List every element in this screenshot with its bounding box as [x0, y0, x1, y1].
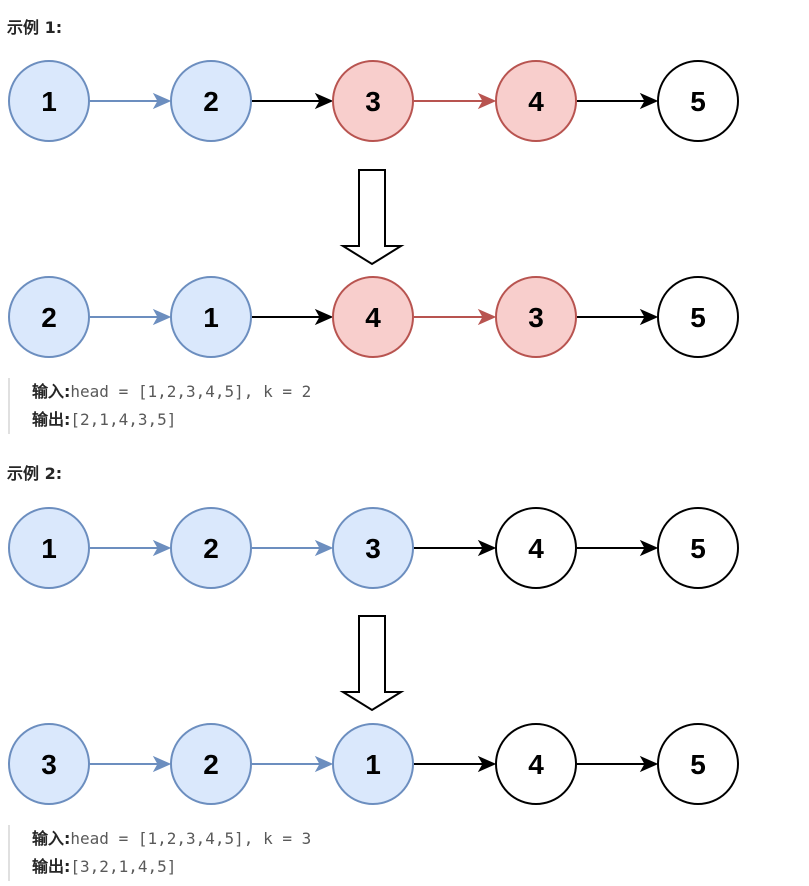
edge-arrowhead [152, 308, 172, 326]
node-label: 4 [528, 533, 544, 564]
list-node: 3 [8, 723, 90, 805]
list-node: 2 [8, 276, 90, 358]
node-circle [170, 507, 252, 589]
list-node: 3 [332, 60, 414, 142]
example-1-down-arrow [339, 169, 405, 266]
example-2-row-after: 3 2 1 4 5 [8, 723, 739, 805]
node-label: 2 [203, 749, 219, 780]
edge-arrowhead [477, 755, 497, 773]
edge-arrowhead [639, 755, 659, 773]
node-circle [495, 507, 577, 589]
example-2-row-before: 1 2 3 4 5 [8, 507, 739, 589]
edge-arrowhead [314, 308, 334, 326]
list-node: 4 [495, 723, 577, 805]
node-label: 5 [690, 533, 706, 564]
edge-arrowhead [639, 539, 659, 557]
node-label: 4 [365, 302, 381, 333]
edge-arrowhead [477, 92, 497, 110]
example-2-down-arrow [339, 615, 405, 712]
node-circle [8, 507, 90, 589]
edge-arrowhead [152, 539, 172, 557]
list-node: 4 [332, 276, 414, 358]
edge-arrowhead [152, 755, 172, 773]
node-label: 1 [365, 749, 381, 780]
node-circle [657, 60, 739, 142]
edge-arrowhead [639, 92, 659, 110]
node-circle [657, 507, 739, 589]
node-circle [8, 723, 90, 805]
list-node: 4 [495, 60, 577, 142]
input-label: 输入: [32, 829, 71, 848]
example-1-row-after: 2 1 4 3 5 [8, 276, 739, 358]
example-1-diagram: 1 2 3 4 5 2 1 4 3 5 [8, 60, 739, 358]
list-node: 4 [495, 507, 577, 589]
example-2-diagram: 1 2 3 4 5 3 2 1 4 5 [8, 507, 739, 805]
input-label: 输入: [32, 382, 71, 401]
node-circle [657, 723, 739, 805]
node-label: 1 [41, 86, 57, 117]
example-2-io: 输入:head = [1,2,3,4,5], k = 3 输出:[3,2,1,4… [8, 825, 311, 881]
node-circle [657, 276, 739, 358]
list-node: 3 [332, 507, 414, 589]
node-circle [170, 276, 252, 358]
list-node: 1 [8, 507, 90, 589]
edge-arrowhead [477, 308, 497, 326]
node-label: 3 [528, 302, 544, 333]
node-label: 5 [690, 302, 706, 333]
output-label: 输出: [32, 857, 71, 876]
node-label: 3 [41, 749, 57, 780]
edge-arrowhead [152, 92, 172, 110]
node-label: 2 [203, 86, 219, 117]
list-node: 3 [495, 276, 577, 358]
list-node: 5 [657, 507, 739, 589]
node-circle [170, 60, 252, 142]
example-2-title: 示例 2: [7, 464, 63, 483]
list-node: 2 [170, 723, 252, 805]
node-label: 3 [365, 533, 381, 564]
node-circle [170, 723, 252, 805]
input-value: head = [1,2,3,4,5], k = 2 [70, 382, 312, 401]
list-node: 2 [170, 60, 252, 142]
list-node: 1 [332, 723, 414, 805]
list-node: 5 [657, 276, 739, 358]
node-circle [495, 276, 577, 358]
edge-arrowhead [314, 755, 334, 773]
edge-arrowhead [477, 539, 497, 557]
edge-arrowhead [639, 308, 659, 326]
node-circle [332, 60, 414, 142]
input-value: head = [1,2,3,4,5], k = 3 [70, 829, 312, 848]
node-label: 4 [528, 86, 544, 117]
list-node: 1 [8, 60, 90, 142]
node-label: 4 [528, 749, 544, 780]
list-node: 5 [657, 60, 739, 142]
list-node: 5 [657, 723, 739, 805]
node-label: 5 [690, 86, 706, 117]
example-1-title: 示例 1: [7, 18, 63, 37]
node-label: 5 [690, 749, 706, 780]
node-circle [332, 276, 414, 358]
node-circle [332, 723, 414, 805]
node-label: 2 [203, 533, 219, 564]
output-value: [3,2,1,4,5] [70, 857, 177, 876]
node-circle [8, 60, 90, 142]
node-label: 3 [365, 86, 381, 117]
list-node: 1 [170, 276, 252, 358]
node-circle [332, 507, 414, 589]
node-label: 2 [41, 302, 57, 333]
output-value: [2,1,4,3,5] [70, 410, 177, 429]
list-node: 2 [170, 507, 252, 589]
output-label: 输出: [32, 410, 71, 429]
node-label: 1 [203, 302, 219, 333]
node-circle [495, 723, 577, 805]
node-circle [495, 60, 577, 142]
node-circle [8, 276, 90, 358]
edge-arrowhead [314, 539, 334, 557]
node-label: 1 [41, 533, 57, 564]
example-1-row-before: 1 2 3 4 5 [8, 60, 739, 142]
edge-arrowhead [314, 92, 334, 110]
example-1-io: 输入:head = [1,2,3,4,5], k = 2 输出:[2,1,4,3… [8, 378, 311, 434]
